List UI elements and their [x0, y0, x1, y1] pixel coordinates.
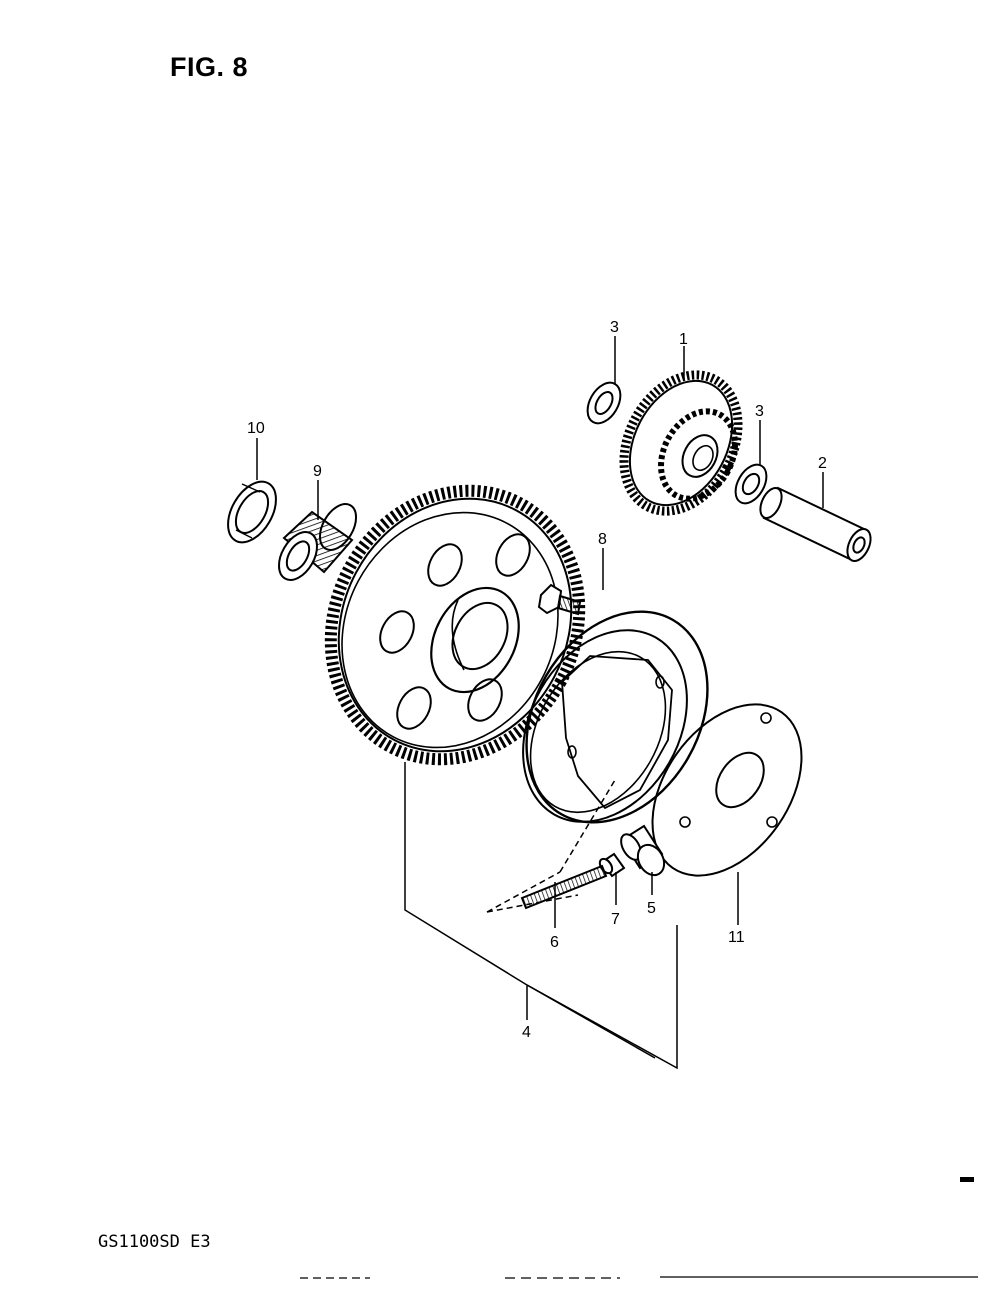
part-1-idle-gear	[619, 370, 743, 516]
callout-11: 11	[728, 929, 745, 946]
part-3-washer-lower	[734, 463, 768, 505]
part-2-shaft	[759, 486, 872, 562]
figure-title: FIG. 8	[170, 52, 249, 82]
part-5-roller	[620, 824, 666, 877]
callout-6: 6	[550, 934, 559, 951]
callout-1: 1	[679, 331, 688, 348]
page-rule	[300, 1276, 978, 1279]
callout-5: 5	[647, 900, 656, 917]
leader-lines	[256, 336, 824, 1070]
callout-4: 4	[522, 1024, 531, 1041]
callout-9: 9	[313, 463, 322, 480]
callout-3-lower: 3	[755, 403, 764, 420]
part-4-starter-clutch-housing	[522, 610, 709, 824]
callout-7: 7	[611, 911, 620, 928]
part-3-washer-upper	[586, 381, 622, 425]
callout-3-upper: 3	[610, 319, 619, 336]
part-6-spring	[520, 864, 608, 910]
part-10-thrust-washer	[227, 480, 277, 544]
model-code: GS1100SD E3	[98, 1232, 211, 1252]
part-11-plate	[651, 703, 803, 877]
part-8-bolt	[537, 583, 582, 616]
callout-8: 8	[598, 531, 607, 548]
callout-10: 10	[247, 420, 265, 437]
part-9-needle-bearing	[278, 503, 358, 581]
callout-labels: 1 2 3 3 4 5 6 7 8 9 10 11	[247, 319, 827, 1041]
part-4-starter-driven-gear	[324, 484, 586, 766]
callout-2: 2	[818, 455, 827, 472]
edge-mark	[960, 1177, 974, 1182]
